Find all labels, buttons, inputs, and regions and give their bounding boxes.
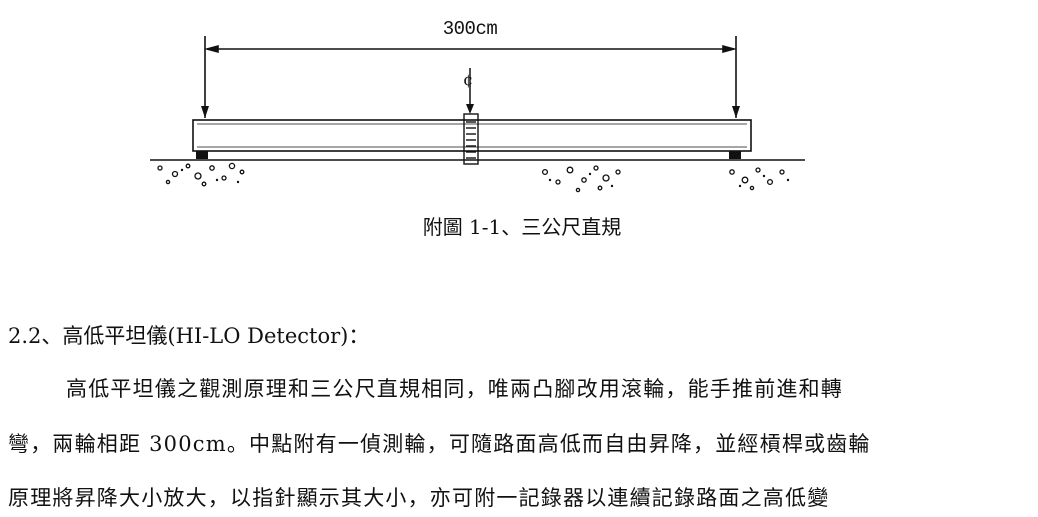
dimension-label: 300cm (442, 18, 498, 40)
dimension-line (201, 36, 740, 118)
aggregate-texture (157, 162, 785, 193)
paragraph-line: 彎，兩輪相距 300cm。中點附有一偵測輪，可隨路面高低而自由昇降，並經槓桿或齒… (8, 432, 871, 456)
figure-caption: 附圖 1-1、三公尺直規 (422, 215, 622, 239)
paragraph-line: 原理將昇降大小放大，以指針顯示其大小，亦可附一記錄器以連續記錄路面之高低變 (8, 486, 830, 510)
centerline-marker: ¢ (463, 68, 474, 114)
aggregate-dots (180, 168, 790, 188)
straightedge-diagram: ¢ (150, 36, 805, 193)
straightedge-feet (196, 151, 741, 159)
center-gauge (463, 113, 479, 165)
straightedge-beam (192, 119, 752, 152)
centerline-symbol: ¢ (463, 70, 473, 89)
section-heading: 2.2、高低平坦儀(HI-LO Detector)： (8, 324, 370, 348)
paragraph-line: 高低平坦儀之觀測原理和三公尺直規相同，唯兩凸腳改用滾輪，能手推前進和轉 (66, 377, 843, 401)
